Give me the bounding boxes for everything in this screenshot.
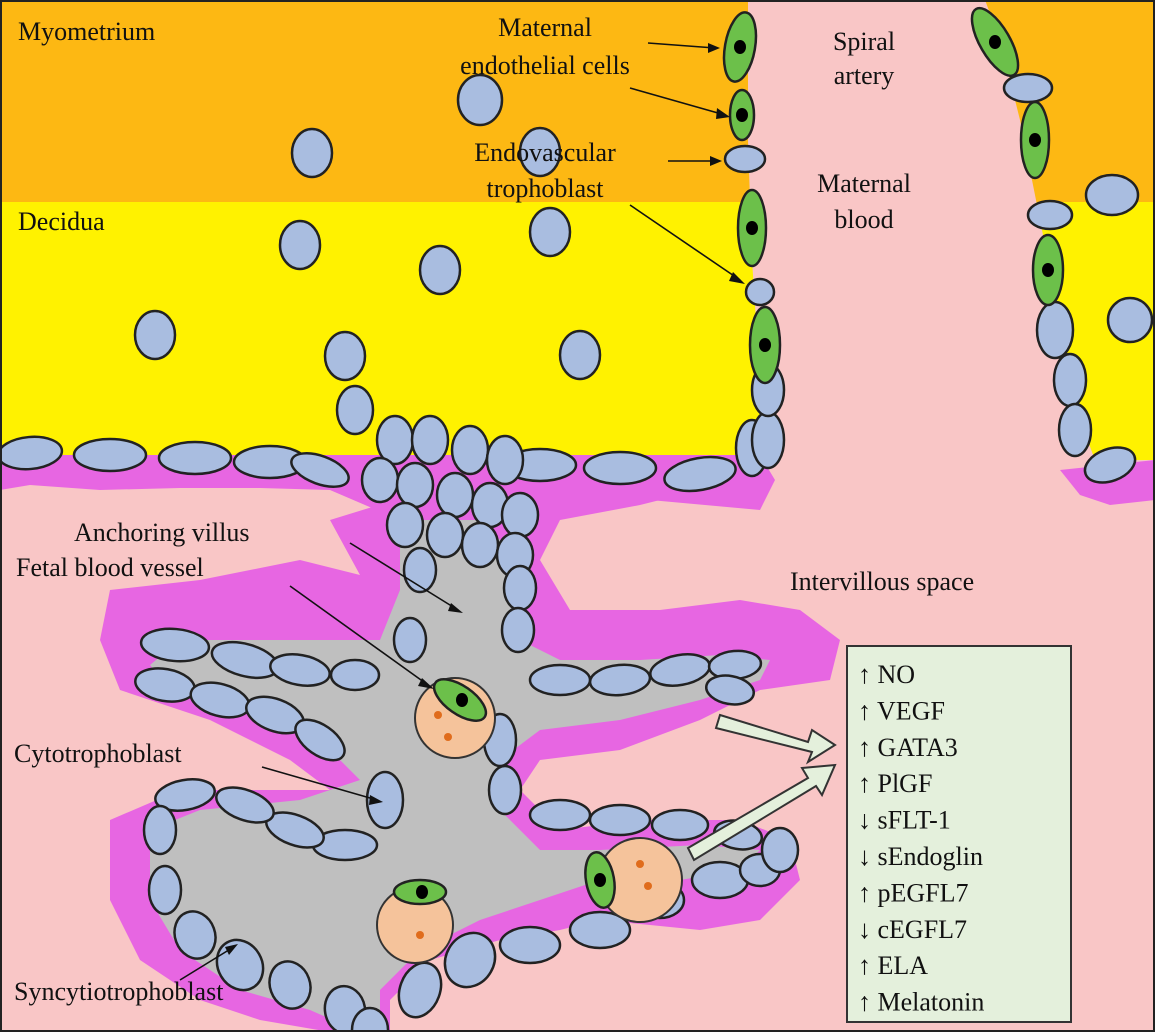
label-endovascular-2: trophoblast [487, 174, 605, 203]
trophoblast-cell [487, 436, 523, 484]
trophoblast-cell [504, 566, 536, 610]
marker-item: ↑ NO [858, 660, 915, 689]
endothelial-nucleus [989, 35, 1001, 49]
trophoblast-cell [1054, 354, 1086, 406]
endothelial-nucleus [1029, 133, 1041, 147]
trophoblast-cell [1059, 404, 1091, 456]
trophoblast-cell [652, 810, 708, 840]
trophoblast-cell [325, 332, 365, 380]
trophoblast-cell [135, 311, 175, 359]
fetal-red-blood-cell [644, 882, 652, 890]
trophoblast-cell [530, 800, 590, 830]
endothelial-nucleus [416, 885, 428, 899]
trophoblast-cell [387, 503, 423, 547]
marker-item: ↓ sEndoglin [858, 842, 983, 871]
trophoblast-cell [397, 463, 433, 507]
trophoblast-cell [458, 75, 502, 125]
trophoblast-cell [452, 426, 488, 474]
trophoblast-cell [280, 221, 320, 269]
fetal-red-blood-cell [434, 711, 442, 719]
trophoblast-cell [500, 927, 560, 963]
trophoblast-cell [394, 618, 426, 662]
trophoblast-cell [584, 452, 656, 484]
marker-item: ↑ GATA3 [858, 733, 958, 762]
label-spiral-1: Spiral [833, 27, 895, 56]
trophoblast-cell [752, 412, 784, 468]
label-intervillous-space: Intervillous space [790, 567, 974, 596]
trophoblast-cell [149, 866, 181, 914]
trophoblast-cell [502, 493, 538, 537]
trophoblast-cell [292, 129, 332, 177]
trophoblast-cell [1108, 298, 1152, 342]
trophoblast-cell [1037, 302, 1073, 358]
label-maternal-blood-1: Maternal [817, 169, 911, 198]
trophoblast-cell [362, 458, 398, 502]
label-maternal-blood-2: blood [834, 205, 893, 234]
label-maternal-endothelial-1: Maternal [498, 13, 592, 42]
marker-item: ↑ Melatonin [858, 988, 984, 1017]
trophoblast-cell [437, 473, 473, 517]
marker-item: ↑ VEGF [858, 696, 945, 725]
fetal-red-blood-cell [416, 931, 424, 939]
trophoblast-cell [331, 660, 379, 690]
trophoblast-cell [590, 805, 650, 835]
trophoblast-cell [502, 608, 534, 652]
marker-item: ↓ cEGFL7 [858, 915, 967, 944]
trophoblast-cell [144, 806, 176, 854]
trophoblast-cell [530, 208, 570, 256]
endothelial-nucleus [736, 108, 748, 122]
trophoblast-cell [1004, 74, 1052, 102]
trophoblast-cell [530, 665, 590, 695]
trophoblast-cell [489, 766, 521, 814]
trophoblast-cell [762, 828, 798, 872]
label-cytotrophoblast: Cytotrophoblast [14, 739, 182, 768]
fetal-red-blood-cell [636, 860, 644, 868]
trophoblast-cell [420, 246, 460, 294]
trophoblast-cell [746, 279, 774, 305]
label-spiral-2: artery [834, 61, 895, 90]
label-fetal-blood-vessel: Fetal blood vessel [16, 553, 204, 582]
marker-item: ↑ ELA [858, 951, 928, 980]
trophoblast-cell [412, 416, 448, 464]
label-anchoring-villus: Anchoring villus [74, 518, 250, 547]
trophoblast-cell [725, 146, 765, 172]
endothelial-nucleus [746, 221, 758, 235]
endothelial-nucleus [734, 40, 746, 54]
label-syncytiotrophoblast: Syncytiotrophoblast [14, 977, 224, 1006]
trophoblast-cell [427, 513, 463, 557]
marker-item: ↓ sFLT-1 [858, 806, 951, 835]
label-maternal-endothelial-2: endothelial cells [460, 51, 630, 80]
trophoblast-cell [337, 386, 373, 434]
trophoblast-cell [159, 442, 231, 474]
marker-item: ↑ pEGFL7 [858, 878, 969, 907]
trophoblast-cell [74, 439, 146, 471]
endothelial-nucleus [759, 338, 771, 352]
label-myometrium: Myometrium [18, 17, 155, 46]
fetal-red-blood-cell [444, 733, 452, 741]
marker-item: ↑ PlGF [858, 769, 932, 798]
endothelial-nucleus [594, 873, 606, 887]
trophoblast-cell [1028, 201, 1072, 229]
label-decidua: Decidua [18, 207, 105, 236]
trophoblast-cell [462, 523, 498, 567]
trophoblast-cell [404, 548, 436, 592]
endothelial-nucleus [1042, 263, 1054, 277]
label-endovascular-1: Endovascular [474, 138, 616, 167]
trophoblast-cell [560, 331, 600, 379]
trophoblast-cell [1086, 175, 1138, 215]
trophoblast-cell [377, 416, 413, 464]
endothelial-nucleus [456, 693, 468, 707]
